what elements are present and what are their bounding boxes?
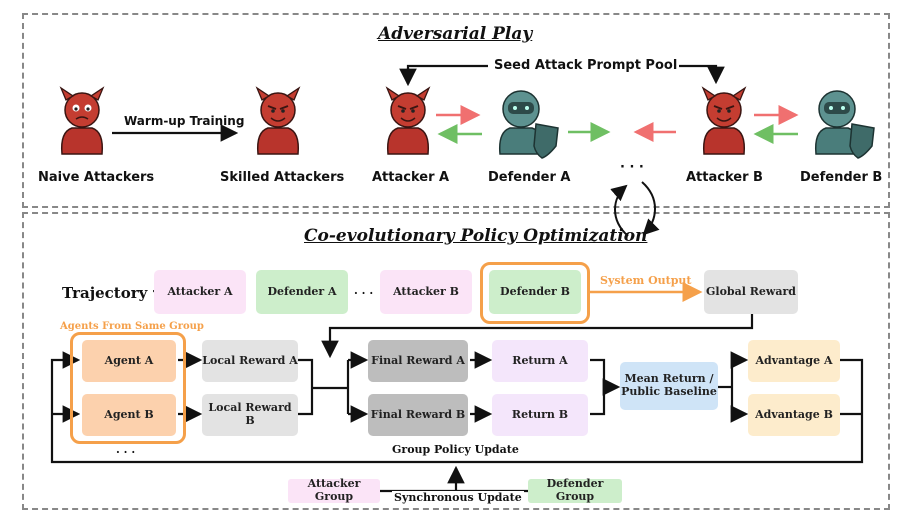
advantage-b-box: Advantage B xyxy=(748,394,840,436)
attacker-b-label: Attacker B xyxy=(686,170,763,185)
defender-group-box: Defender Group xyxy=(528,478,622,503)
group-policy-update-label: Group Policy Update xyxy=(388,443,523,456)
return-a-box: Return A xyxy=(492,340,588,382)
defender-a-label: Defender A xyxy=(488,170,571,185)
same-group-label: Agents From Same Group xyxy=(60,321,204,332)
mean-return-box: Mean Return / Public Baseline xyxy=(620,362,718,410)
top-ellipsis: · · · xyxy=(620,160,644,175)
policy-optimization-panel xyxy=(22,212,890,510)
attacker-group-box: Attacker Group xyxy=(288,478,380,503)
local-reward-b-box: Local Reward B xyxy=(202,394,298,436)
traj-defender-a: Defender A xyxy=(256,270,348,314)
trajectory-label: Trajectory τ xyxy=(62,284,163,302)
agent-a-box: Agent A xyxy=(82,340,176,382)
final-reward-a-box: Final Reward A xyxy=(368,340,468,382)
traj-defender-b: Defender B xyxy=(489,270,581,314)
policy-optimization-title: Co-evolutionary Policy Optimization xyxy=(304,226,648,246)
defender-b-figure xyxy=(814,90,875,159)
skilled-attackers-label: Skilled Attackers xyxy=(220,170,345,185)
seed-pool-label: Seed Attack Prompt Pool xyxy=(492,58,680,73)
agent-group-highlight xyxy=(70,332,186,444)
naive-attackers-label: Naive Attackers xyxy=(38,170,155,185)
sync-update-label: Synchronous Update xyxy=(392,491,524,504)
attacker-a-figure xyxy=(385,86,431,155)
defender-b-label: Defender B xyxy=(800,170,883,185)
system-output-label: System Output xyxy=(600,274,692,287)
defender-a-figure xyxy=(498,90,559,159)
return-b-box: Return B xyxy=(492,394,588,436)
attacker-b-figure xyxy=(701,86,747,155)
attacker-a-label: Attacker A xyxy=(372,170,450,185)
warmup-label: Warm-up Training xyxy=(124,114,245,128)
global-reward-box: Global Reward xyxy=(704,270,798,314)
agent-b-box: Agent B xyxy=(82,394,176,436)
agent-ellipsis: · · · xyxy=(116,446,136,459)
advantage-a-box: Advantage A xyxy=(748,340,840,382)
final-reward-b-box: Final Reward B xyxy=(368,394,468,436)
defender-b-highlight xyxy=(480,262,590,324)
local-reward-a-box: Local Reward A xyxy=(202,340,298,382)
naive-attacker-figure xyxy=(59,86,105,155)
adversarial-play-panel xyxy=(22,13,890,208)
traj-attacker-a: Attacker A xyxy=(154,270,246,314)
skilled-attacker-figure xyxy=(255,86,301,155)
adversarial-play-title: Adversarial Play xyxy=(378,24,533,44)
traj-attacker-b: Attacker B xyxy=(380,270,472,314)
traj-ellipsis: · · · xyxy=(354,287,374,300)
